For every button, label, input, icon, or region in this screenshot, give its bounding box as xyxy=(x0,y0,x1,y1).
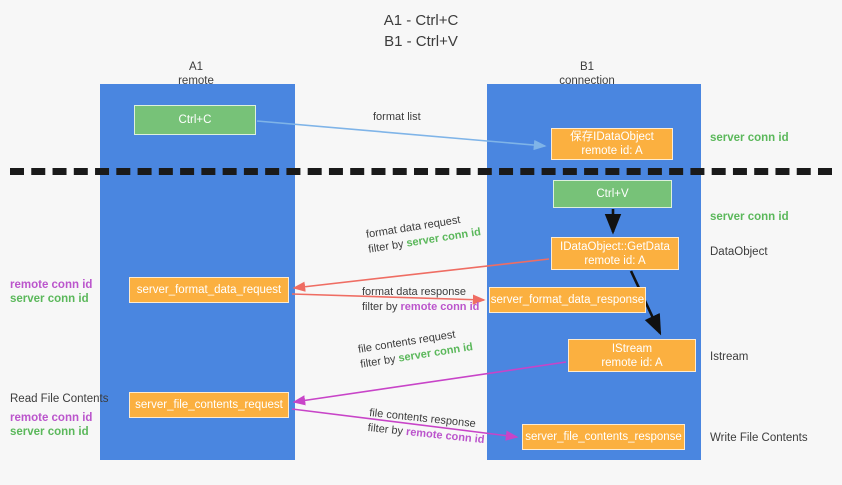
boundary-divider xyxy=(10,168,832,175)
annotation-write-file-contents: Write File Contents xyxy=(710,432,808,444)
node-server-file-contents-response[interactable]: server_file_contents_response xyxy=(522,424,685,450)
node-istream[interactable]: IStream remote id: A xyxy=(568,339,696,372)
node-ctrl-v-label: Ctrl+V xyxy=(596,188,629,200)
annotation-istream: Istream xyxy=(710,351,749,363)
node-ctrl-c-label: Ctrl+C xyxy=(178,114,212,126)
node-save-idataobject-line1: 保存IDataObject xyxy=(570,131,654,143)
node-getdata-line1: IDataObject::GetData xyxy=(560,240,670,253)
node-idataobject-getdata[interactable]: IDataObject::GetData remote id: A xyxy=(551,237,679,270)
annotation-conn-ids-upper: remote conn id server conn id xyxy=(10,278,92,306)
node-istream-line1: IStream xyxy=(611,342,653,355)
annotation-server-conn-id: server conn id xyxy=(10,293,89,305)
edge-label-format-data-request: format data request filter by server con… xyxy=(365,210,482,257)
annotation-dataobject: DataObject xyxy=(710,246,768,258)
filter-prefix: filter by xyxy=(362,301,401,313)
node-ctrl-c[interactable]: Ctrl+C xyxy=(134,105,256,135)
annotation-remote-conn-id: remote conn id xyxy=(10,279,93,291)
annotation-read-file-contents: Read File Contents xyxy=(10,393,109,405)
annotation-remote-conn-id: remote conn id xyxy=(10,412,93,424)
title-line-2: B1 - Ctrl+V xyxy=(384,33,458,50)
edge-label-file-contents-request: file contents request filter by server c… xyxy=(357,325,474,372)
annotation-conn-ids-lower: remote conn id server conn id xyxy=(10,411,92,439)
column-b1-name: B1 xyxy=(579,61,595,73)
node-server-file-contents-request-label: server_file_contents_request xyxy=(135,399,283,411)
annotation-server-conn-id-top: server conn id xyxy=(710,132,789,144)
column-header-b1: B1 connection xyxy=(487,60,687,88)
edge-label-file-contents-response: file contents response filter by remote … xyxy=(367,406,487,448)
edge-label-format-list: format list xyxy=(373,110,421,125)
node-istream-line2: remote id: A xyxy=(601,356,663,369)
node-server-format-data-request-label: server_format_data_request xyxy=(136,284,282,296)
column-b1-role: connection xyxy=(559,75,615,87)
annotation-server-conn-id-mid: server conn id xyxy=(710,211,789,223)
column-a1-name: A1 xyxy=(188,61,204,73)
node-ctrl-v[interactable]: Ctrl+V xyxy=(553,180,672,208)
filter-key-remote-conn-id: remote conn id xyxy=(400,301,480,313)
node-server-file-contents-response-label: server_file_contents_response xyxy=(525,431,682,443)
node-server-format-data-response-label: server_format_data_response xyxy=(490,294,645,306)
title-line-1: A1 - Ctrl+C xyxy=(383,12,459,29)
page-title: A1 - Ctrl+C B1 - Ctrl+V xyxy=(0,10,842,52)
node-save-idataobject-line2: remote id: A xyxy=(581,145,643,157)
node-save-idataobject[interactable]: 保存IDataObject remote id: A xyxy=(551,128,673,160)
column-header-a1: A1 remote xyxy=(96,60,296,88)
edge-label-format-data-response-text: format data response xyxy=(362,286,466,298)
column-a1-role: remote xyxy=(178,75,214,87)
node-server-file-contents-request[interactable]: server_file_contents_request xyxy=(129,392,289,418)
filter-prefix: filter by xyxy=(367,421,407,438)
edge-label-format-list-text: format list xyxy=(373,111,421,123)
edge-label-format-data-response-filter: filter by remote conn id xyxy=(362,300,479,315)
edge-label-format-data-response: format data response filter by remote co… xyxy=(362,285,479,315)
node-server-format-data-response[interactable]: server_format_data_response xyxy=(489,287,646,313)
node-getdata-line2: remote id: A xyxy=(584,254,646,267)
annotation-server-conn-id: server conn id xyxy=(10,426,89,438)
node-server-format-data-request[interactable]: server_format_data_request xyxy=(129,277,289,303)
